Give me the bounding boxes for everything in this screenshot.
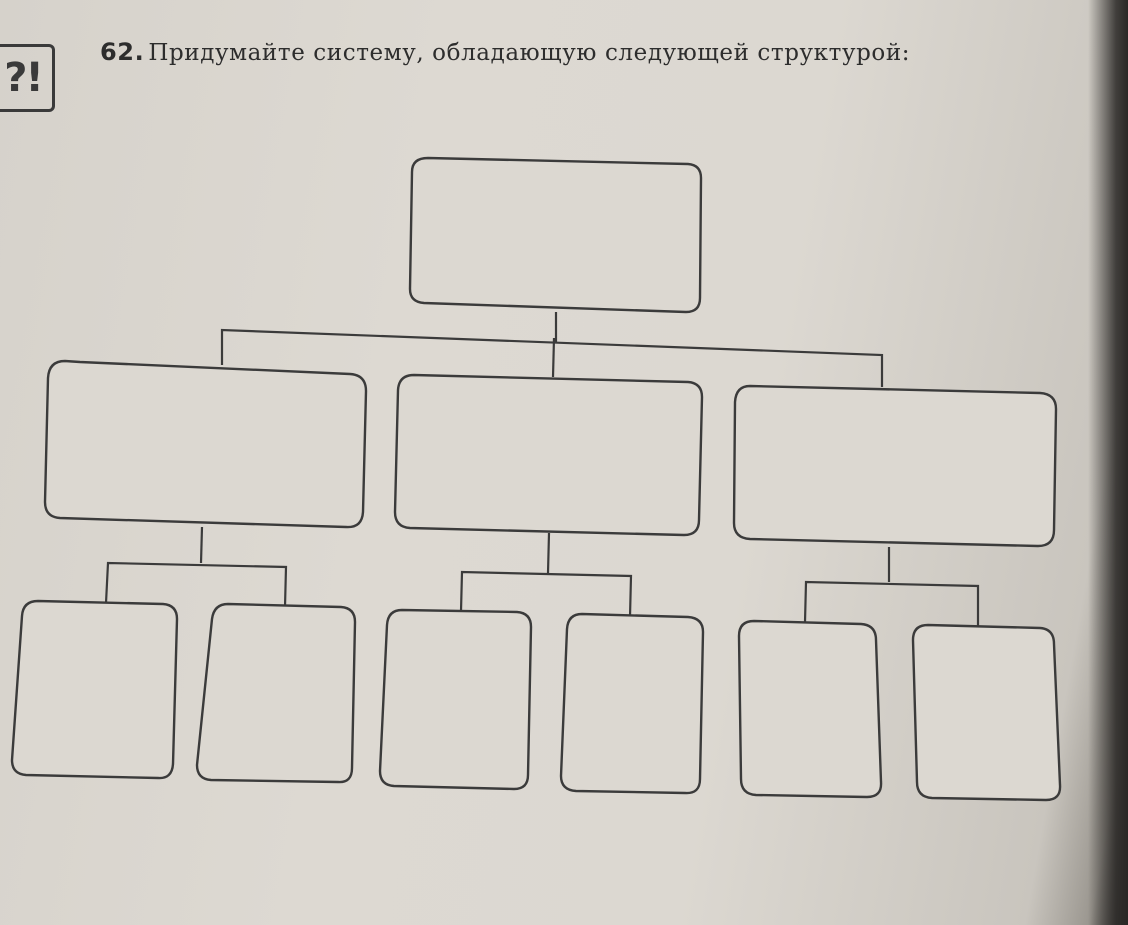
- task-text: Придумайте систему, обладающую следующей…: [148, 40, 911, 66]
- task-heading: 62.Придумайте систему, обладающую следую…: [100, 38, 910, 66]
- level2-box-4: [559, 612, 705, 795]
- connector-middle-stem: [546, 532, 551, 574]
- connector-left-stem: [199, 526, 204, 564]
- connector-middle-bar: [459, 570, 633, 618]
- task-number: 62.: [100, 38, 145, 66]
- root-box: [408, 156, 703, 314]
- connector-root-to-middle: [551, 337, 556, 378]
- level1-box-middle: [393, 373, 704, 537]
- question-exclamation-icon: ?!: [0, 44, 55, 112]
- level2-box-3: [378, 608, 533, 791]
- level2-box-5: [737, 619, 883, 799]
- connectors: [104, 312, 980, 627]
- connector-right-bar: [803, 580, 980, 627]
- page-edge-shadow: [1088, 0, 1128, 925]
- level2-box-1: [10, 599, 179, 780]
- level1-box-left: [43, 359, 368, 529]
- connector-level1-bar: [220, 328, 884, 387]
- level2-box-6: [911, 623, 1062, 802]
- level1-box-right: [732, 384, 1058, 548]
- level2-box-2: [195, 602, 357, 784]
- connector-left-bar: [104, 561, 288, 608]
